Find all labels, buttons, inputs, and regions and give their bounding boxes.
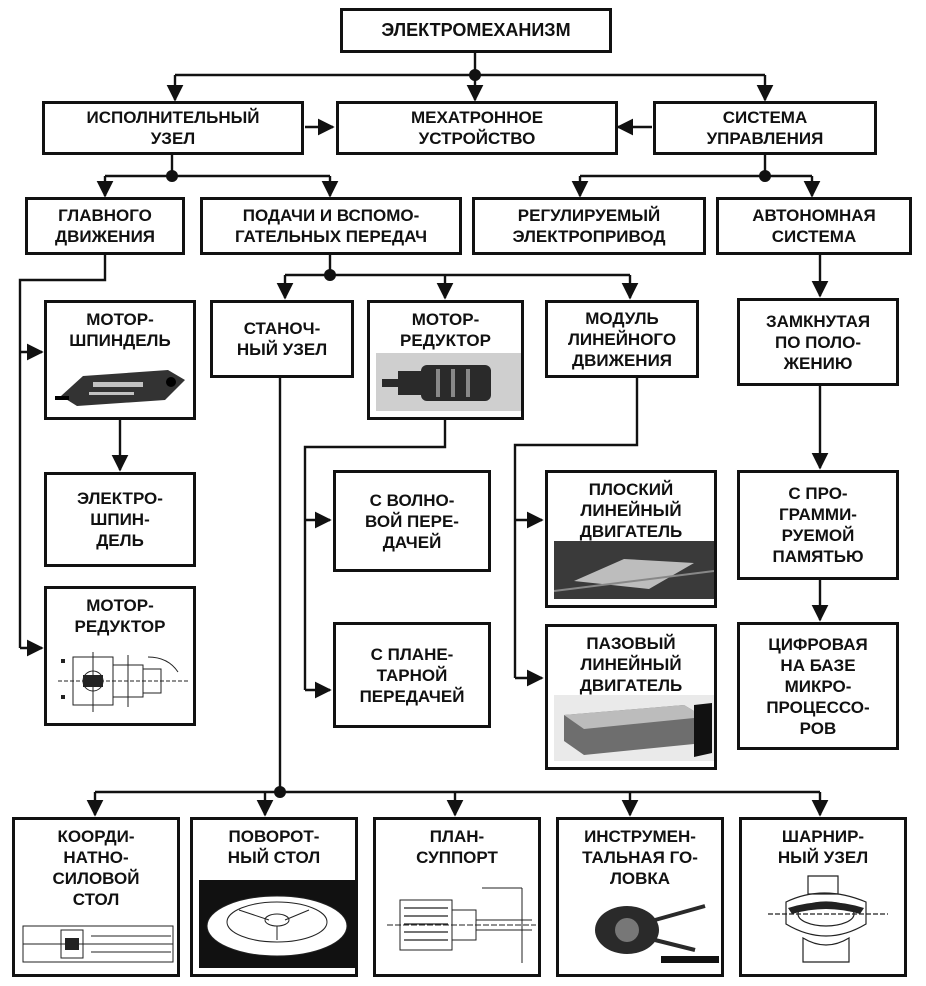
root-electromechanism-box: ЭЛЕКТРОМЕХАНИЗМ [340,8,612,53]
slot-linear-motor-label: ПАЗОВЫЙ ЛИНЕЙНЫЙ ДВИГАТЕЛЬ [579,634,683,695]
flat-motor-photo [554,541,714,599]
tool-head-box: ИНСТРУМЕН- ТАЛЬНАЯ ГО- ЛОВКА [556,817,724,977]
control-system-box: СИСТЕМА УПРАВЛЕНИЯ [653,101,877,155]
rotary-table-drawing [199,880,355,968]
motor-spindle-image [55,370,185,406]
hinge-unit-drawing [768,875,888,963]
feed-motor-reducer-box: МОТОР- РЕДУКТОР [367,300,524,420]
plan-support-label: ПЛАН- СУППОРТ [416,827,498,867]
hinge-unit-box: ШАРНИР- НЫЙ УЗЕЛ [739,817,907,977]
plan-support-box: ПЛАН- СУППОРТ [373,817,541,977]
executive-unit-box: ИСПОЛНИТЕЛЬНЫЙ УЗЕЛ [42,101,304,155]
linear-module-box: МОДУЛЬ ЛИНЕЙНОГО ДВИЖЕНИЯ [545,300,699,378]
slot-motor-photo [554,695,714,761]
motor-spindle-box: МОТОР- ШПИНДЕЛЬ [44,300,196,420]
motor-reducer-photo [376,353,521,411]
rotary-table-label: ПОВОРОТ- НЫЙ СТОЛ [227,827,321,867]
rotary-table-box: ПОВОРОТ- НЫЙ СТОЛ [190,817,358,977]
electro-spindle-box: ЭЛЕКТРО- ШПИН- ДЕЛЬ [44,472,196,567]
plan-support-drawing [387,887,536,963]
digital-microprocessor-box: ЦИФРОВАЯ НА БАЗЕ МИКРО- ПРОЦЕССО- РОВ [737,622,899,750]
main-motion-box: ГЛАВНОГО ДВИЖЕНИЯ [25,197,185,255]
main-motor-reducer-box: МОТОР- РЕДУКТОР [44,586,196,726]
tool-head-photo [595,904,719,963]
feed-auxiliary-box: ПОДАЧИ И ВСПОМО- ГАТЕЛЬНЫХ ПЕРЕДАЧ [200,197,462,255]
regulated-drive-box: РЕГУЛИРУЕМЫЙ ЭЛЕКТРОПРИВОД [472,197,706,255]
motor-spindle-label: МОТОР- ШПИНДЕЛЬ [69,310,171,350]
hinge-unit-label: ШАРНИР- НЫЙ УЗЕЛ [777,827,869,867]
programmable-memory-box: С ПРО- ГРАММИ- РУЕМОЙ ПАМЯТЬЮ [737,470,899,580]
autonomous-system-box: АВТОНОМНАЯ СИСТЕМА [716,197,912,255]
motor-reducer-drawing [58,652,188,712]
coordinate-table-label: КООРДИ- НАТНО- СИЛОВОЙ СТОЛ [52,827,140,909]
feed-motor-reducer-label: МОТОР- РЕДУКТОР [400,310,491,350]
slot-linear-motor-box: ПАЗОВЫЙ ЛИНЕЙНЫЙ ДВИГАТЕЛЬ [545,624,717,770]
flat-linear-motor-box: ПЛОСКИЙ ЛИНЕЙНЫЙ ДВИГАТЕЛЬ [545,470,717,608]
flat-linear-motor-label: ПЛОСКИЙ ЛИНЕЙНЫЙ ДВИГАТЕЛЬ [579,480,683,541]
machine-unit-box: СТАНОЧ- НЫЙ УЗЕЛ [210,300,354,378]
coordinate-table-drawing [22,925,174,963]
coordinate-table-box: КООРДИ- НАТНО- СИЛОВОЙ СТОЛ [12,817,180,977]
planetary-gear-box: С ПЛАНЕ- ТАРНОЙ ПЕРЕДАЧЕЙ [333,622,491,728]
mechatronic-device-box: МЕХАТРОННОЕ УСТРОЙСТВО [336,101,618,155]
closed-loop-box: ЗАМКНУТАЯ ПО ПОЛО- ЖЕНИЮ [737,298,899,386]
wave-gear-box: С ВОЛНО- ВОЙ ПЕРЕ- ДАЧЕЙ [333,470,491,572]
main-motor-reducer-label: МОТОР- РЕДУКТОР [74,596,166,636]
tool-head-label: ИНСТРУМЕН- ТАЛЬНАЯ ГО- ЛОВКА [582,827,698,888]
